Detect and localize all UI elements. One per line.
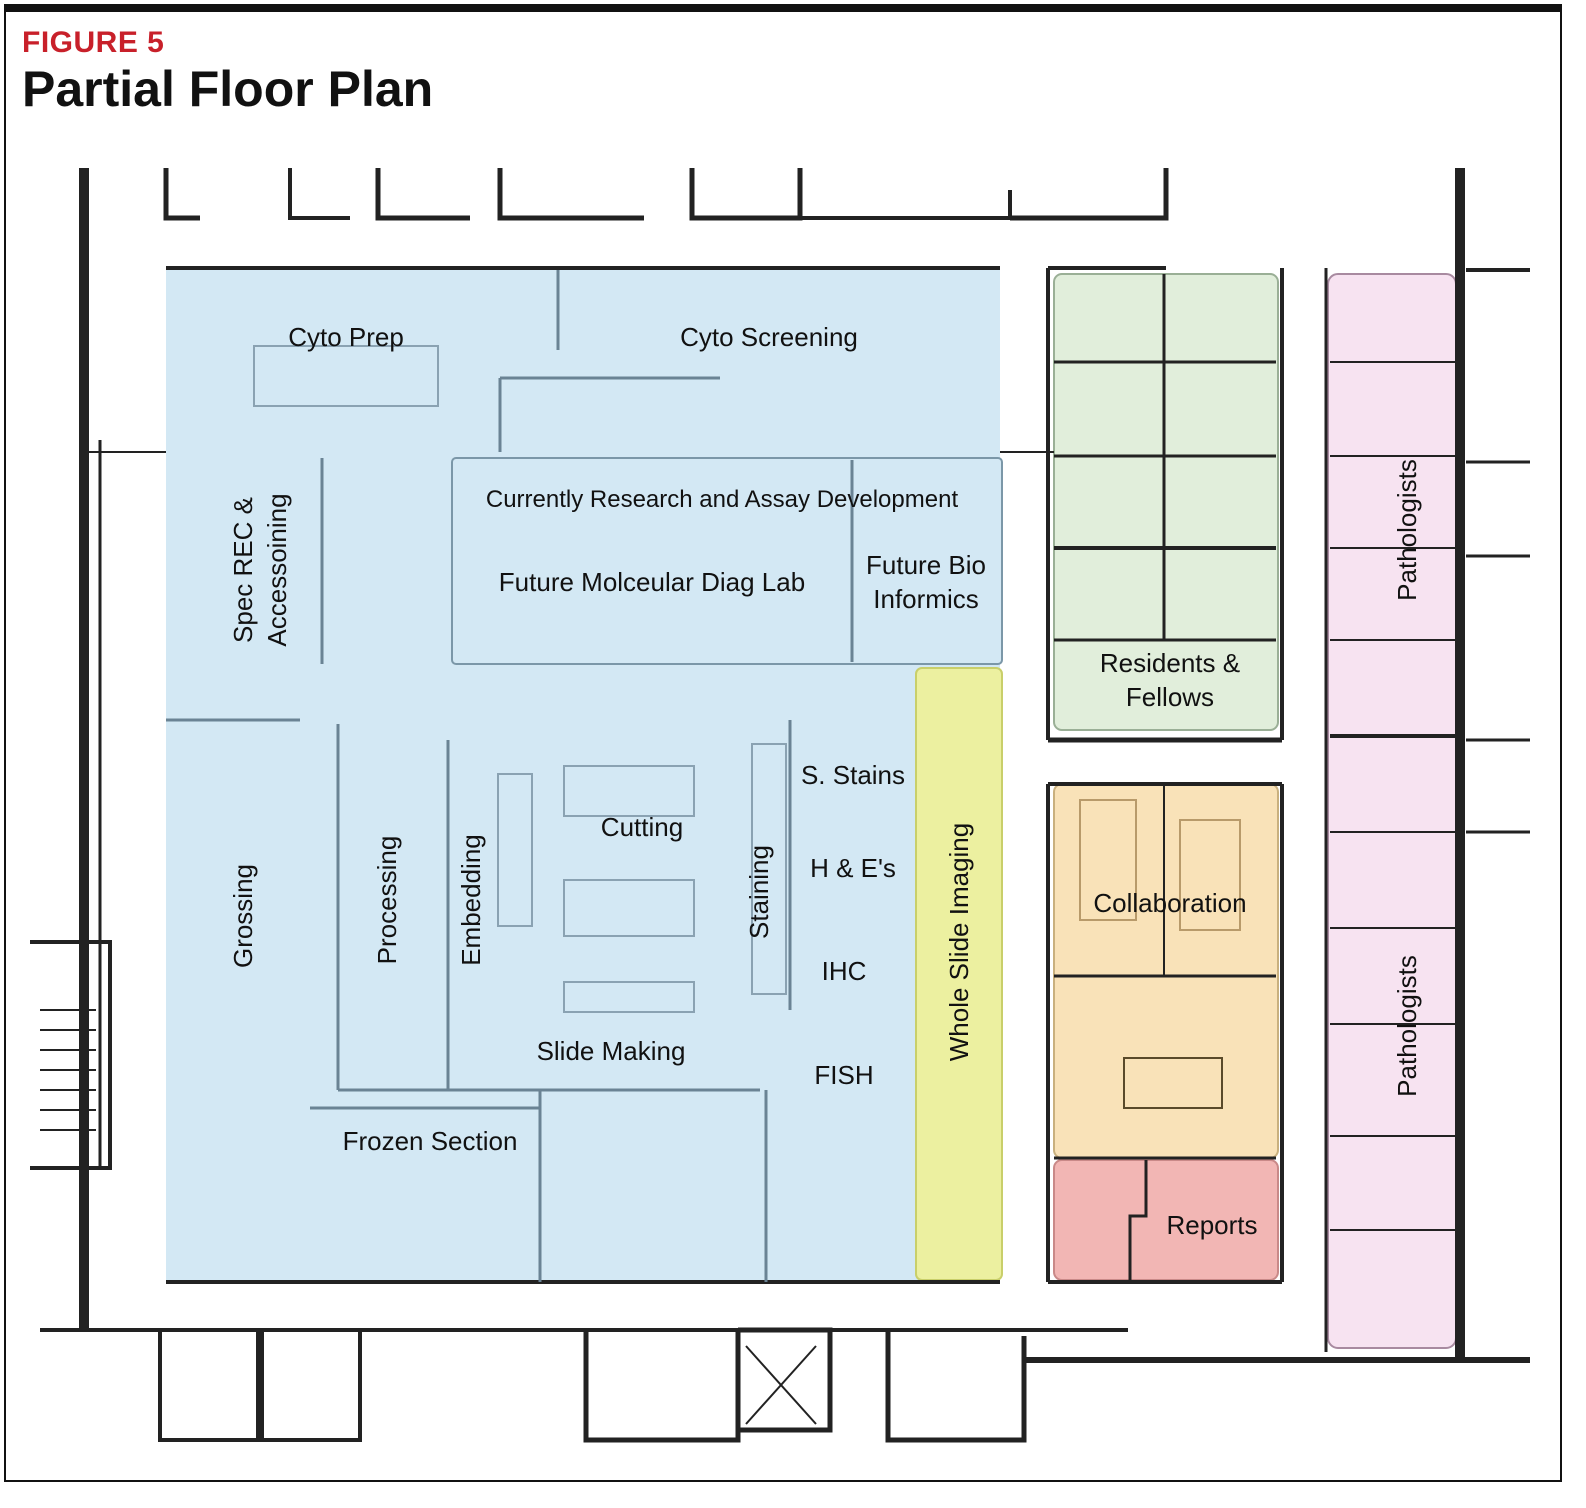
figure-label: FIGURE 5 — [22, 26, 165, 59]
label-spec-line2: Accessoining — [262, 493, 292, 646]
label-cyto-screening: Cyto Screening — [680, 322, 858, 352]
room-labels: Cyto Prep Cyto Screening Currently Resea… — [228, 322, 1422, 1240]
label-he: H & E's — [810, 853, 896, 883]
label-ihc: IHC — [822, 956, 867, 986]
label-pathologists-upper: Pathologists — [1392, 459, 1422, 601]
label-s-stains: S. Stains — [801, 760, 905, 790]
label-bio-line2: Informics — [873, 584, 978, 614]
label-cyto-prep: Cyto Prep — [288, 322, 404, 352]
label-frozen-section: Frozen Section — [343, 1126, 518, 1156]
zone-collaboration — [1053, 783, 1279, 1159]
label-processing: Processing — [372, 836, 402, 965]
zone-residents — [1053, 273, 1279, 731]
label-fish: FISH — [814, 1060, 873, 1090]
label-molecular: Future Molceular Diag Lab — [499, 567, 805, 597]
zones — [166, 270, 1457, 1349]
label-residents-line1: Residents & — [1100, 648, 1240, 678]
label-spec-line1: Spec REC & — [228, 497, 258, 643]
label-cutting: Cutting — [601, 812, 683, 842]
label-slide-making: Slide Making — [537, 1036, 686, 1066]
label-whole-slide-imaging: Whole Slide Imaging — [944, 823, 974, 1061]
label-pathologists-lower: Pathologists — [1392, 955, 1422, 1097]
label-bio-line1: Future Bio — [866, 550, 986, 580]
label-reports: Reports — [1166, 1210, 1257, 1240]
zone-lab — [166, 270, 1000, 1280]
figure-title: Partial Floor Plan — [22, 61, 434, 117]
label-grossing: Grossing — [228, 864, 258, 968]
label-research: Currently Research and Assay Development — [486, 486, 959, 513]
label-embedding: Embedding — [456, 834, 486, 966]
label-collaboration: Collaboration — [1093, 888, 1246, 918]
lab-partitions — [166, 270, 854, 1282]
zone-pathologists — [1327, 273, 1457, 1349]
furniture — [253, 345, 1241, 1109]
label-residents-line2: Fellows — [1126, 682, 1214, 712]
zone-research — [451, 457, 1003, 665]
walls — [30, 168, 1530, 1443]
label-staining: Staining — [744, 845, 774, 939]
